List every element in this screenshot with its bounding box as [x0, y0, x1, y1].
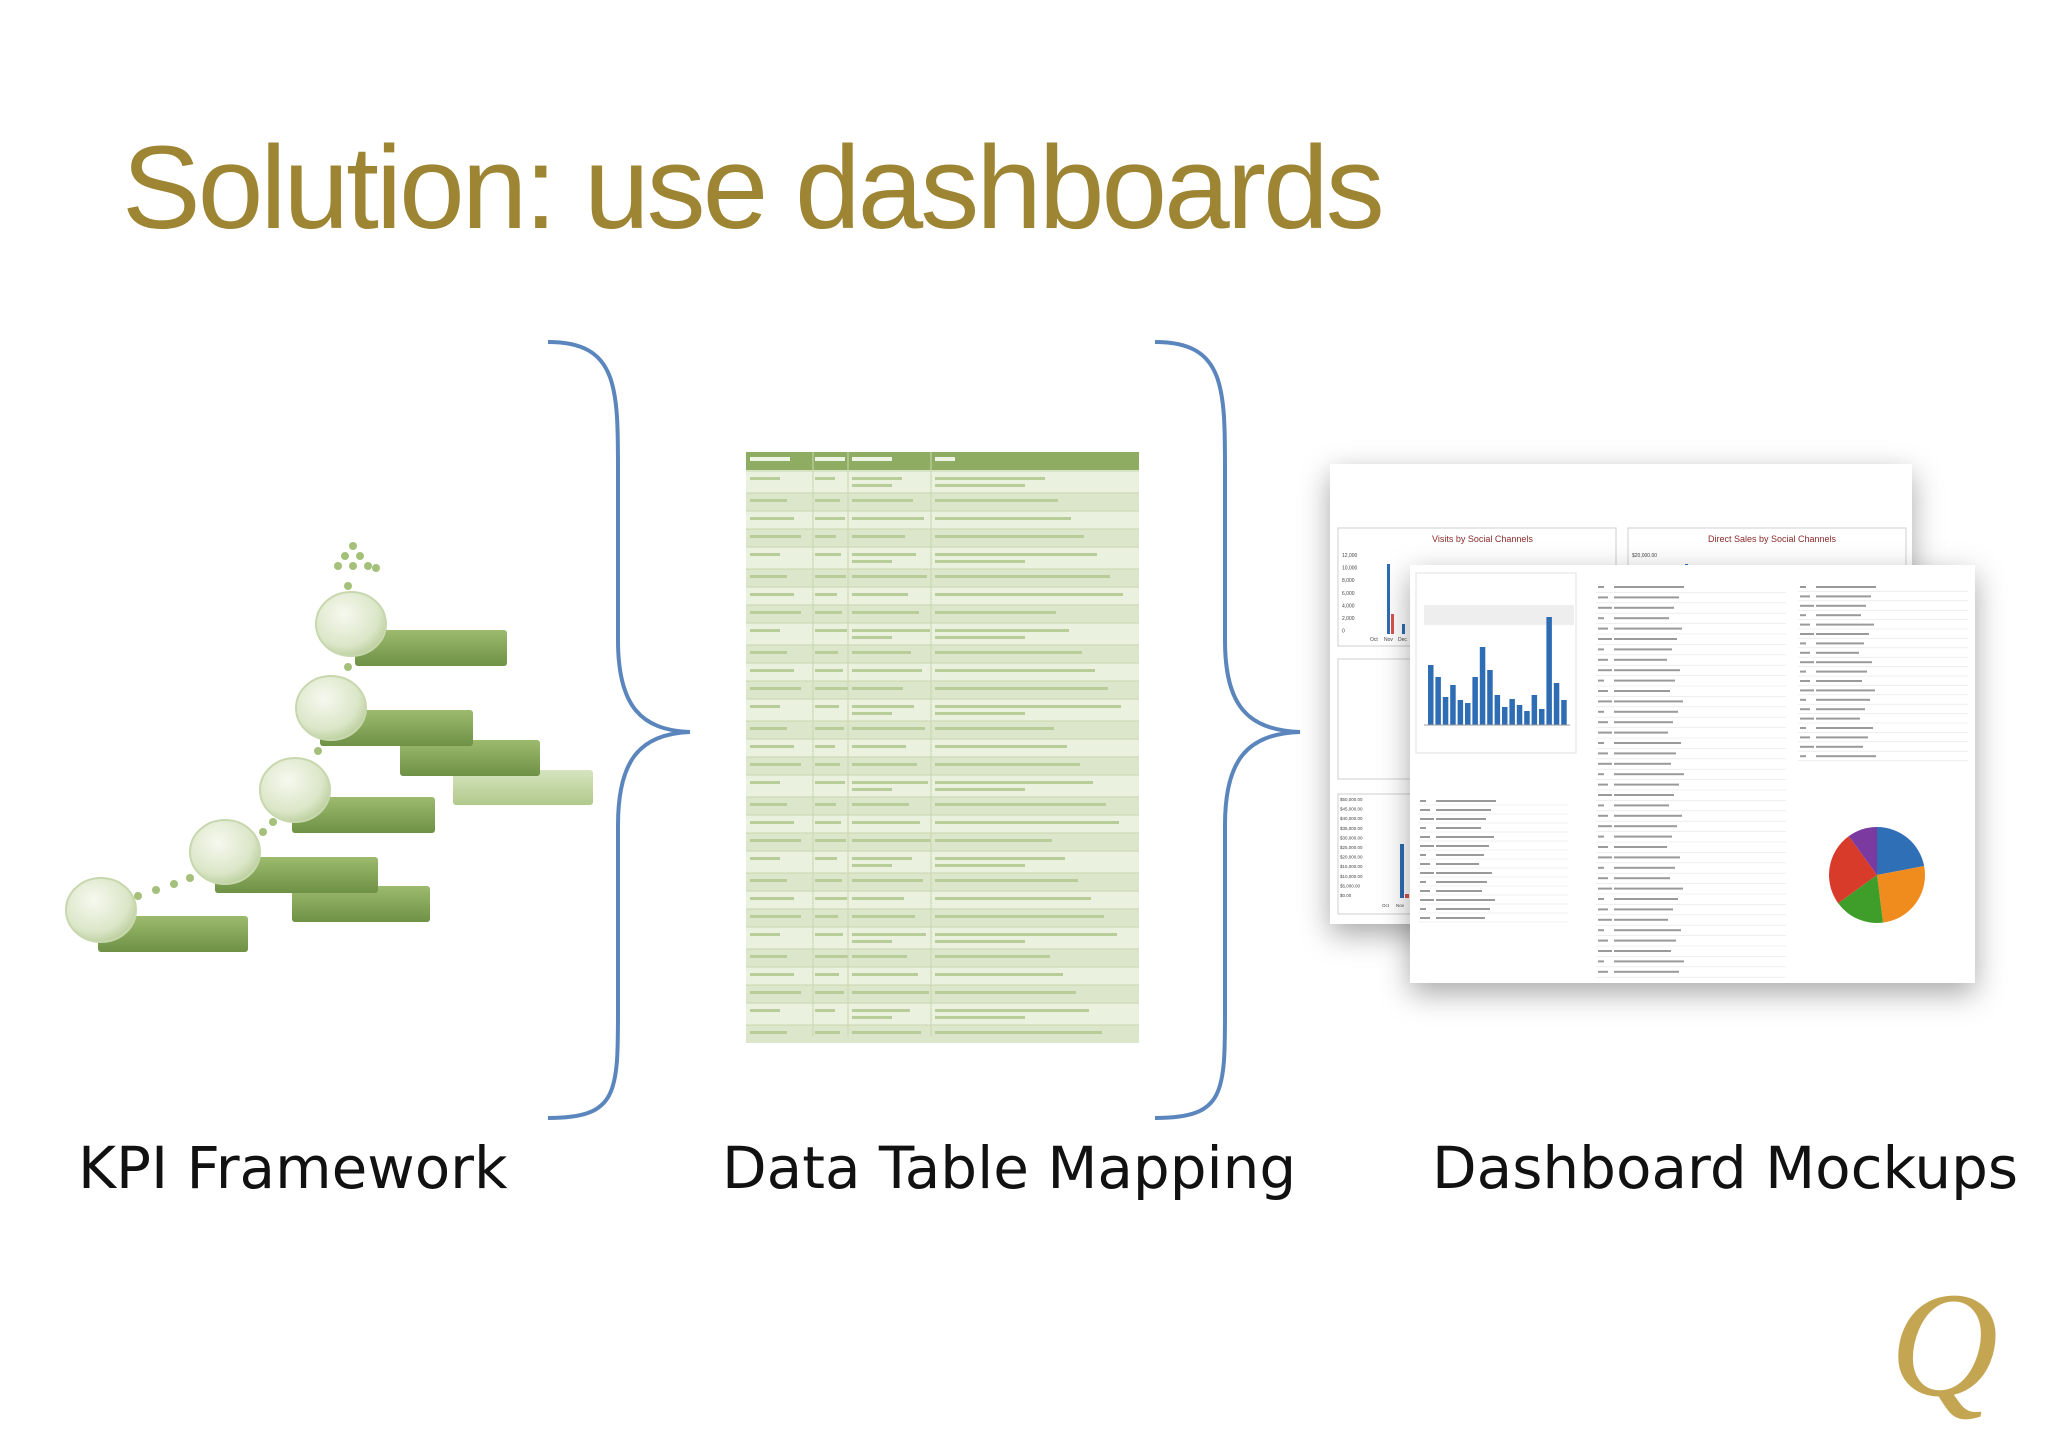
pie-chart	[1829, 827, 1925, 923]
svg-text:$50,000.00: $50,000.00	[1340, 797, 1363, 802]
svg-text:0: 0	[1342, 629, 1345, 635]
svg-text:$45,000.00: $45,000.00	[1340, 807, 1363, 812]
svg-text:2,000: 2,000	[1342, 616, 1355, 622]
svg-text:$5,000.00: $5,000.00	[1340, 883, 1361, 888]
svg-text:$15,000.00: $15,000.00	[1340, 864, 1363, 869]
svg-text:8,000: 8,000	[1342, 578, 1355, 584]
chart2-title: Direct Sales by Social Channels	[1708, 534, 1837, 544]
svg-text:Oct: Oct	[1382, 903, 1390, 908]
svg-text:$25,000.00: $25,000.00	[1340, 845, 1363, 850]
slide-title: Solution: use dashboards	[122, 122, 1385, 254]
caption-dashboard-mockups: Dashboard Mockups	[1432, 1134, 2019, 1202]
svg-text:Dec: Dec	[1398, 637, 1407, 643]
caption-kpi-framework: KPI Framework	[78, 1134, 508, 1202]
kpi-framework-graphic	[65, 542, 593, 952]
svg-text:6,000: 6,000	[1342, 591, 1355, 597]
svg-text:$10,000.00: $10,000.00	[1340, 874, 1363, 879]
curly-brace-left	[547, 340, 691, 1120]
svg-text:4,000: 4,000	[1342, 603, 1355, 609]
svg-text:Nov: Nov	[1396, 903, 1405, 908]
svg-text:$20,000.00: $20,000.00	[1632, 553, 1657, 559]
svg-text:$40,000.00: $40,000.00	[1340, 816, 1363, 821]
svg-text:12,000: 12,000	[1342, 553, 1358, 559]
caption-data-table-mapping: Data Table Mapping	[722, 1134, 1297, 1202]
svg-text:$0.00: $0.00	[1340, 893, 1352, 898]
svg-text:$30,000.00: $30,000.00	[1340, 835, 1363, 840]
svg-text:$20,000.00: $20,000.00	[1340, 855, 1363, 860]
curly-brace-right	[1154, 340, 1301, 1120]
dashboard-mockup-front	[1410, 565, 1975, 983]
svg-text:$35,000.00: $35,000.00	[1340, 826, 1363, 831]
data-table-thumbnail	[746, 452, 1139, 1043]
svg-text:Oct: Oct	[1370, 637, 1378, 643]
brand-logo-q: Q	[1890, 1262, 1999, 1428]
svg-text:Nov: Nov	[1384, 637, 1393, 643]
front-dashboard	[1415, 572, 1968, 978]
chart1-title: Visits by Social Channels	[1432, 534, 1533, 544]
svg-text:10,000: 10,000	[1342, 566, 1358, 572]
